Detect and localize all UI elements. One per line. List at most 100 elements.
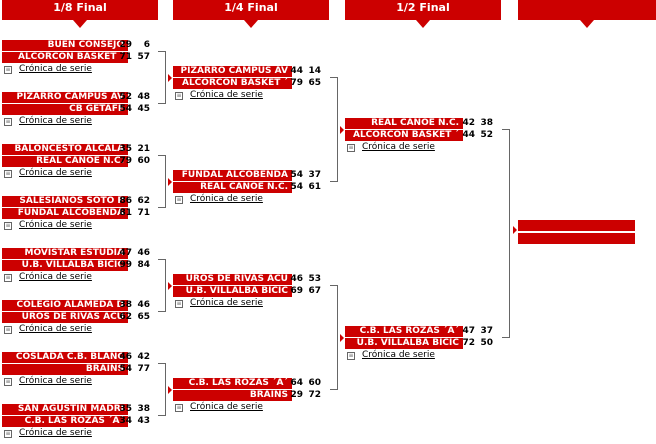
sf-match-team-top: REAL CANOE N.C.	[345, 118, 463, 129]
qf-match-team-top: C.B. LAS ROZAS ´A´	[173, 378, 292, 389]
r16-match-score: 35	[119, 404, 132, 414]
cronica-link[interactable]: Crónica de serie	[19, 220, 92, 230]
r16-match-team-bottom: UROS DE RIVAS ACU	[2, 312, 128, 323]
cronica-link[interactable]: Crónica de serie	[362, 350, 435, 360]
r16-match-team-top: BALONCESTO ALCALA	[2, 144, 128, 155]
bracket-connector	[502, 129, 509, 130]
r16-match-score: 46	[137, 300, 150, 310]
document-icon: ≡	[4, 222, 12, 230]
cronica-link[interactable]: Crónica de serie	[190, 90, 263, 100]
bracket-connector	[165, 51, 166, 104]
sf-match-team-top: C.B. LAS ROZAS ´A´	[345, 326, 463, 337]
round-header-4	[518, 0, 656, 28]
r16-match-score: 84	[137, 260, 150, 270]
document-icon: ≡	[4, 378, 12, 386]
bracket-connector	[330, 389, 337, 390]
final-team-bottom	[518, 233, 635, 244]
cronica-link[interactable]: Crónica de serie	[190, 298, 263, 308]
r16-match-team-bottom: BRAINS	[2, 364, 128, 375]
r16-match-score: 6	[143, 40, 150, 50]
r16-match-score: 60	[137, 156, 150, 166]
bracket-connector	[165, 259, 166, 312]
r16-match-score: 71	[137, 208, 150, 218]
final-team-top	[518, 220, 635, 231]
advance-pointer	[168, 386, 172, 394]
cronica-link[interactable]: Crónica de serie	[19, 272, 92, 282]
r16-match-score: 43	[137, 416, 150, 426]
r16-match-team-top: PIZARRO CAMPUS AV	[2, 92, 128, 103]
qf-match-score: 54	[290, 182, 303, 192]
r16-match-score: 65	[137, 312, 150, 322]
advance-pointer	[168, 178, 172, 186]
qf-match-team-bottom: BRAINS	[173, 390, 292, 401]
cronica-link[interactable]: Crónica de serie	[362, 142, 435, 152]
qf-match-score: 44	[290, 66, 303, 76]
document-icon: ≡	[347, 352, 355, 360]
sf-match-score: 38	[480, 118, 493, 128]
r16-match-score: 71	[119, 52, 132, 62]
r16-match-score: 54	[119, 364, 132, 374]
bracket-connector	[158, 103, 165, 104]
cronica-link[interactable]: Crónica de serie	[19, 376, 92, 386]
round-header-arrow	[580, 20, 594, 28]
round-header-3: 1/2 Final	[345, 0, 501, 28]
cronica-link[interactable]: Crónica de serie	[19, 64, 92, 74]
qf-match-team-bottom: REAL CANOE N.C.	[173, 182, 292, 193]
r16-match-team-bottom: FUNDAL ALCOBENDA	[2, 208, 128, 219]
advance-pointer	[168, 74, 172, 82]
document-icon: ≡	[175, 404, 183, 412]
bracket-connector	[337, 285, 338, 390]
cronica-link[interactable]: Crónica de serie	[19, 116, 92, 126]
r16-match-score: 47	[119, 248, 132, 258]
r16-match-team-bottom: U.B. VILLALBA BICIC	[2, 260, 128, 271]
cronica-link[interactable]: Crónica de serie	[19, 428, 92, 438]
document-icon: ≡	[4, 326, 12, 334]
round-header-arrow	[416, 20, 430, 28]
document-icon: ≡	[4, 170, 12, 178]
qf-match-score: 61	[308, 182, 321, 192]
bracket-connector	[158, 259, 165, 260]
r16-match-score: 99	[119, 260, 132, 270]
qf-match-team-top: UROS DE RIVAS ACU	[173, 274, 292, 285]
r16-match-score: 38	[137, 404, 150, 414]
document-icon: ≡	[175, 300, 183, 308]
bracket-connector	[158, 155, 165, 156]
document-icon: ≡	[347, 144, 355, 152]
bracket-connector	[502, 337, 509, 338]
r16-match-score: 81	[119, 208, 132, 218]
sf-match-score: 50	[480, 338, 493, 348]
cronica-link[interactable]: Crónica de serie	[190, 194, 263, 204]
bracket-connector	[330, 181, 337, 182]
advance-pointer	[340, 334, 344, 342]
r16-match-team-top: MOVISTAR ESTUDIA	[2, 248, 128, 259]
cronica-link[interactable]: Crónica de serie	[190, 402, 263, 412]
document-icon: ≡	[175, 92, 183, 100]
r16-match-score: 54	[119, 104, 132, 114]
bracket-connector	[330, 77, 337, 78]
bracket-connector	[158, 51, 165, 52]
r16-match-score: 42	[137, 352, 150, 362]
r16-match-score: 57	[137, 52, 150, 62]
r16-match-team-bottom: C.B. LAS ROZAS ´A´	[2, 416, 128, 427]
r16-match-score: 34	[119, 416, 132, 426]
qf-match-score: 29	[290, 390, 303, 400]
bracket-connector	[158, 311, 165, 312]
document-icon: ≡	[4, 430, 12, 438]
advance-pointer	[513, 226, 517, 234]
r16-match-score: 35	[119, 144, 132, 154]
round-header-2: 1/4 Final	[173, 0, 329, 28]
r16-match-team-top: SAN AGUSTIN MADRI	[2, 404, 128, 415]
qf-match-score: 72	[308, 390, 321, 400]
r16-match-team-bottom: CB GETAFE	[2, 104, 128, 115]
bracket-connector	[165, 363, 166, 416]
sf-match-score: 44	[462, 130, 475, 140]
sf-match-team-bottom: U.B. VILLALBA BICIC	[345, 338, 463, 349]
qf-match-score: 37	[308, 170, 321, 180]
bracket-connector	[337, 77, 338, 182]
bracket-connector	[158, 207, 165, 208]
r16-match-score: 52	[119, 92, 132, 102]
cronica-link[interactable]: Crónica de serie	[19, 168, 92, 178]
bracket-connector	[158, 415, 165, 416]
qf-match-score: 79	[290, 78, 303, 88]
cronica-link[interactable]: Crónica de serie	[19, 324, 92, 334]
